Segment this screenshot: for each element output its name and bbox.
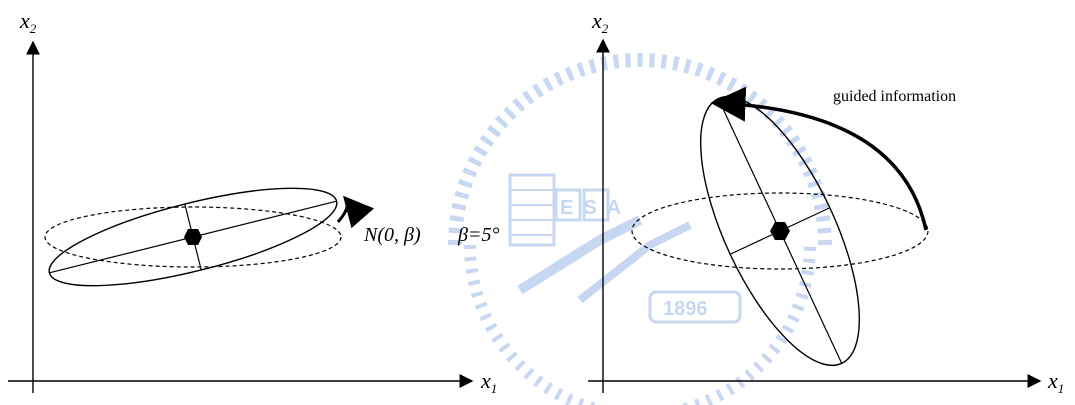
right-x-axis-label: x1 [1047,368,1064,396]
distribution-label: N(0, β) [363,224,421,246]
angle-label: β=5° [457,224,499,246]
watermark-letters: ESA [560,197,631,219]
watermark-year: 1896 [663,298,708,320]
right-center-point [770,222,790,240]
left-y-axis-label: x2 [19,8,37,36]
right-y-axis-label: x2 [591,8,609,36]
right-panel: x2 x1 guided information [588,8,1064,396]
left-x-axis-label: x1 [480,368,497,396]
left-panel: x2 x1 N(0, β) β=5° [8,8,499,396]
left-rotation-arrow [336,195,375,229]
left-center-point [184,229,202,245]
guided-arrow [710,86,928,231]
guided-information-label: guided information [833,88,956,105]
right-original-ellipse [631,192,929,270]
watermark-emblem: ESA 1896 [448,53,832,405]
left-original-ellipse [44,206,342,268]
